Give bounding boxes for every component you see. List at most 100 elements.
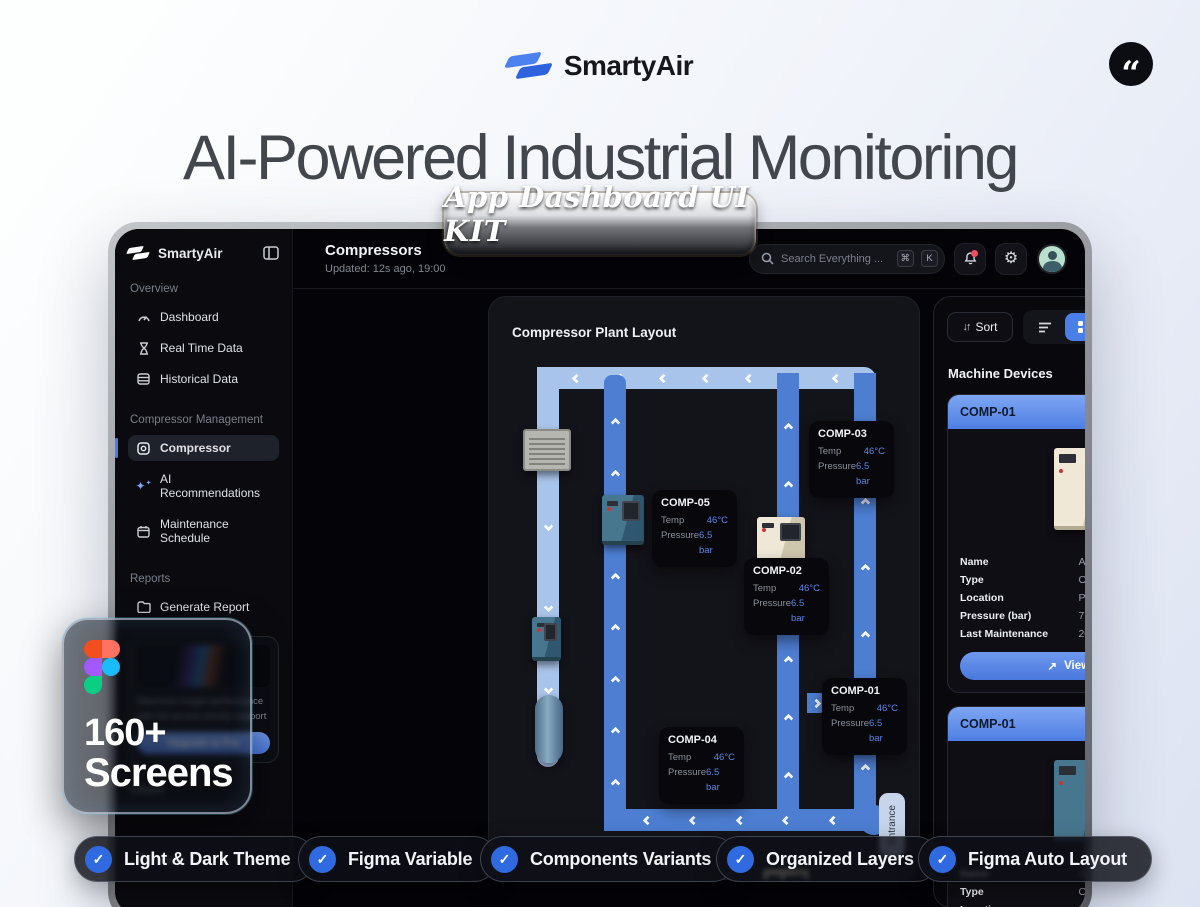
screens-count-overlay: 160+ Screens — [62, 618, 252, 814]
temp-label: Temp — [668, 752, 692, 763]
unit-id: COMP-01 — [831, 685, 880, 697]
plant-layout-panel: Compressor Plant Layout — [488, 296, 920, 880]
temp-label: Temp — [753, 583, 777, 594]
feature-badge-components-variants: ✓Components Variants — [480, 836, 737, 882]
chevron-icon — [811, 698, 821, 708]
device-specs: NameAtlas AirMax S110 TypeOil-Injected S… — [948, 549, 1085, 643]
temp-label: Temp — [831, 703, 855, 714]
chevron-icon — [860, 763, 870, 773]
ribbon-text: App Dashboard UI KIT — [444, 180, 750, 248]
chevron-icon — [744, 373, 755, 383]
temp-value: 46°C — [798, 583, 820, 594]
compressor-unit-image — [1054, 760, 1085, 843]
devices-toolbar: ↓↑ Sort + Ad — [947, 310, 1085, 344]
spec-row: LocationPlant A - Bay 1 — [960, 901, 1085, 907]
sidebar-item-dashboard[interactable]: Dashboard — [128, 304, 279, 330]
smartyair-logo-icon — [126, 245, 150, 261]
badge-label: Components Variants — [530, 848, 712, 869]
user-avatar[interactable] — [1037, 243, 1067, 274]
spec-row: TypeOil-Injected Screw, 110kW — [960, 886, 1085, 899]
sidebar-item-label: AI Recommendations — [160, 472, 261, 500]
sidebar-brand-name: SmartyAir — [158, 245, 223, 261]
device-id: COMP-01 — [960, 405, 1016, 419]
search-placeholder: Search Everything ... — [781, 252, 884, 265]
chevron-icon — [783, 480, 793, 491]
gauge-icon — [136, 311, 151, 323]
sidebar-brand: SmartyAir — [126, 245, 279, 261]
sidebar-item-compressor[interactable]: Compressor — [115, 435, 279, 461]
plant-layout-title: Compressor Plant Layout — [512, 325, 677, 340]
sidebar-item-maintenance-schedule[interactable]: Maintenance Schedule — [128, 511, 279, 551]
pressure-label: Pressure — [668, 767, 707, 779]
sidebar-collapse-icon[interactable] — [263, 246, 279, 260]
search-icon — [761, 252, 774, 265]
sidebar-item-ai-recommendations[interactable]: ✦✦ AI Recommendations — [128, 466, 279, 506]
spec-row: Last Maintenance2025-07-15 — [960, 628, 1085, 641]
sidebar-item-historical-data[interactable]: Historical Data — [128, 366, 279, 392]
check-icon: ✓ — [85, 845, 112, 873]
temp-label: Temp — [818, 446, 842, 457]
chevron-icon — [571, 373, 582, 383]
chevron-icon — [610, 778, 620, 788]
chevron-icon — [860, 630, 870, 641]
device-photo — [948, 741, 1085, 861]
chevron-icon — [610, 726, 620, 737]
sidebar-item-label: Real Time Data — [160, 341, 243, 355]
pressure-value: 6.5 bar — [699, 530, 713, 557]
chevron-icon — [610, 675, 620, 686]
feature-badge-figma-variable: ✓Figma Variable — [298, 836, 498, 882]
view-detail-button[interactable]: ↗ View Detail — [960, 652, 1085, 681]
badge-label: Organized Layers — [766, 848, 914, 869]
list-view-button[interactable] — [1026, 313, 1063, 341]
temp-value: 46°C — [713, 752, 735, 763]
device-card[interactable]: COMP-01 Running NameAtlas AirMax S110 Ty… — [947, 394, 1085, 694]
temp-label: Temp — [661, 515, 685, 526]
compressor-unit-image — [532, 617, 561, 661]
unit-id: COMP-03 — [818, 428, 867, 440]
chevron-icon — [783, 422, 793, 433]
grid-icon — [1078, 320, 1085, 334]
sparkles-icon: ✦✦ — [135, 479, 152, 493]
unit-id: COMP-04 — [668, 734, 717, 746]
hero-brand: SmartyAir — [0, 50, 1200, 82]
sidebar-item-real-time-data[interactable]: Real Time Data — [128, 335, 279, 361]
feature-badge-figma-auto-layout: ✓Figma Auto Layout — [918, 836, 1152, 882]
chevron-icon — [610, 623, 620, 634]
quote-icon[interactable]: “ — [1109, 42, 1153, 91]
sidebar-item-generate-report[interactable]: Generate Report — [128, 594, 279, 620]
device-id: COMP-01 — [960, 717, 1016, 732]
pipe-top — [537, 367, 876, 389]
screens-count: 160+ — [84, 712, 167, 754]
heat-exchanger-image — [523, 429, 571, 471]
temp-value: 46°C — [876, 703, 898, 714]
feature-badge-light-dark-theme: ✓ Light & Dark Theme — [74, 836, 316, 882]
chevron-icon — [701, 373, 712, 383]
grid-view-button[interactable] — [1065, 313, 1085, 341]
compressor-unit-image — [602, 495, 644, 545]
check-icon: ✓ — [727, 845, 754, 873]
archive-icon — [136, 373, 151, 385]
screens-label: Screens — [84, 751, 234, 795]
chevron-icon — [610, 417, 620, 428]
device-card-header: COMP-01 Warning — [948, 707, 1085, 742]
chevron-icon — [783, 655, 793, 666]
sidebar-item-label: Generate Report — [160, 600, 250, 614]
updated-status: Updated: 12s ago, 19:00 — [325, 263, 446, 275]
spec-row: Pressure (bar)7.2 — [960, 610, 1085, 623]
pressure-label: Pressure — [661, 530, 700, 542]
settings-button[interactable]: ⚙ — [995, 242, 1027, 275]
badge-label: Light & Dark Theme — [124, 848, 291, 869]
sort-arrows-icon: ↓↑ — [962, 321, 971, 333]
view-detail-label: View Detail — [1064, 660, 1085, 673]
sidebar-section-reports: Reports — [130, 573, 171, 585]
sort-button[interactable]: ↓↑ Sort — [947, 312, 1013, 342]
search-input[interactable]: Search Everything ... ⌘ K — [749, 243, 945, 274]
notifications-button[interactable] — [954, 242, 986, 275]
notification-dot — [971, 249, 978, 257]
sidebar-section-compressor-management: Compressor Management — [130, 414, 263, 426]
pressure-value: 6.5 bar — [706, 767, 720, 794]
